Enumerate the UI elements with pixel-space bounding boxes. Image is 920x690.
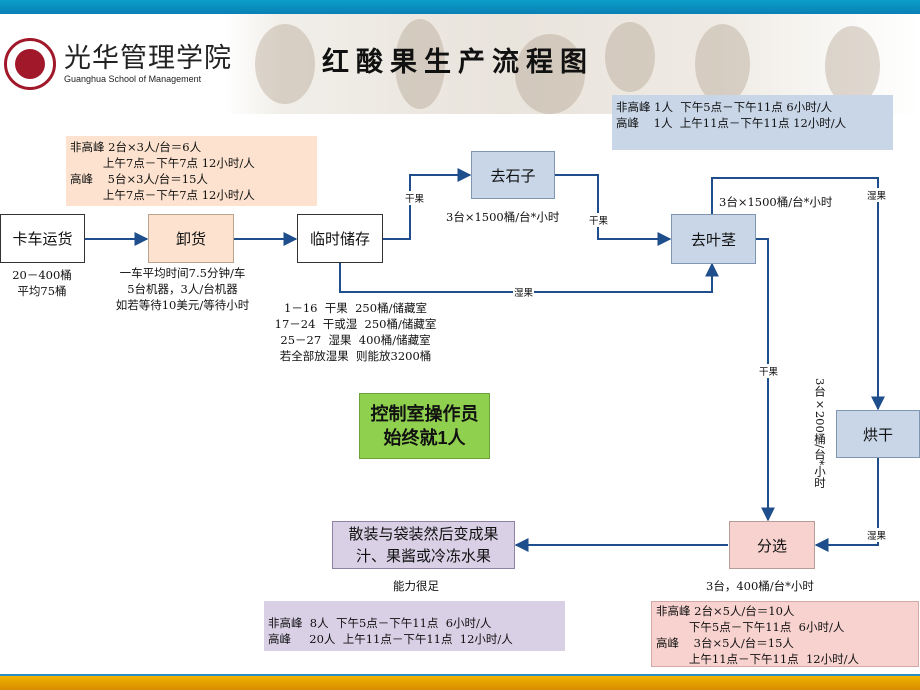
bottom-divider xyxy=(0,674,920,676)
node-storage: 临时储存 xyxy=(297,214,383,263)
node-unload: 卸货 xyxy=(148,214,234,263)
node-dry: 烘干 xyxy=(836,410,920,458)
edge-label-dry-fruit: 干果 xyxy=(588,213,610,227)
edge-label-wet-fruit: 湿果 xyxy=(866,188,888,202)
destem-capacity-note: 3台×1500桶/台*小时 xyxy=(719,195,833,209)
school-name-en: Guanghua School of Management xyxy=(64,74,202,84)
node-destem: 去叶茎 xyxy=(671,214,756,264)
arrow-dry-sort-wet xyxy=(814,458,879,552)
edge-label-dry-fruit: 干果 xyxy=(758,364,780,378)
dry-capacity-note: 3台×200桶/台*小时 xyxy=(813,378,827,489)
edge-label-dry-fruit: 干果 xyxy=(404,191,426,205)
bottom-bar xyxy=(0,676,920,690)
top-bar xyxy=(0,0,920,14)
edge-label-wet-fruit: 湿果 xyxy=(866,528,888,542)
edge-label-wet-fruit: 湿果 xyxy=(513,285,535,299)
sort-staff-note: 非高峰 2台×5人/台＝10人 下午5点－下午11点 6小时/人 高峰 3台×5… xyxy=(651,601,919,667)
arrow-storage-destone xyxy=(383,168,472,240)
arrow-destem-sort-dry xyxy=(756,238,775,522)
school-name-cn: 光华管理学院 xyxy=(64,43,232,74)
top-right-staff-note: 非高峰 1人 下午5点－下午11点 6小时/人 高峰 1人 上午11点－下午11… xyxy=(612,95,893,150)
unload-time-note: 一车平均时间7.5分钟/车 5台机器，3人/台机器 如若等待10美元/等待小时 xyxy=(115,266,250,312)
package-staff-note: 非高峰 8人 下午5点－下午11点 6小时/人 高峰 20人 上午11点－下午1… xyxy=(264,601,565,651)
sort-capacity-note: 3台，400桶/台*小时 xyxy=(706,579,814,593)
peking-university-seal-icon xyxy=(4,38,56,90)
node-truck: 卡车运货 xyxy=(0,214,85,263)
arrow-destone-destem xyxy=(555,174,672,246)
unload-staff-note: 非高峰 2台×3人/台＝6人 上午7点－下午7点 12小时/人 高峰 5台×3人… xyxy=(66,136,317,206)
node-destone: 去石子 xyxy=(471,151,555,199)
node-package: 散装与袋装然后变成果 汁、果酱或冷冻水果 xyxy=(332,521,515,569)
arrow-destem-dry-wet xyxy=(711,177,885,411)
storage-capacity-note: 1－16 干果 250桶/储藏室 17－24 干或湿 250桶/储藏室 25－2… xyxy=(274,301,437,363)
destone-capacity-note: 3台×1500桶/台*小时 xyxy=(446,210,560,224)
package-capacity-note: 能力很足 xyxy=(393,579,439,593)
node-sort: 分选 xyxy=(729,521,815,569)
control-room-callout: 控制室操作员 始终就1人 xyxy=(359,393,490,459)
page-title: 红酸果生产流程图 xyxy=(322,47,594,78)
truck-load-note: 20－400桶 平均75桶 xyxy=(12,268,72,298)
